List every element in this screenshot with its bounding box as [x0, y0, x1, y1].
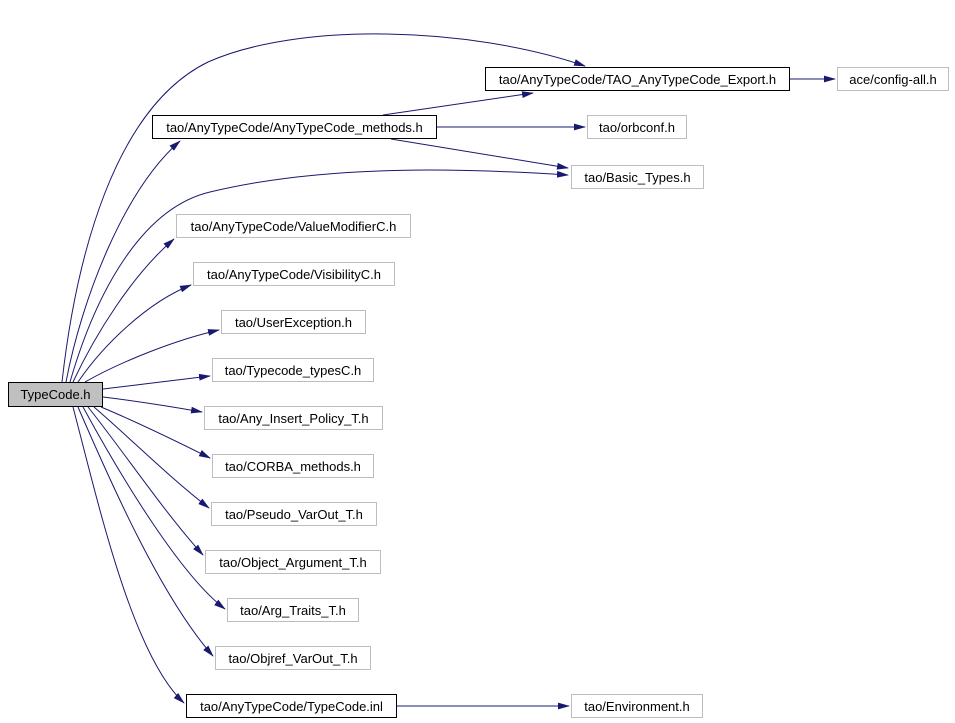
- node-objref-varout-t-h[interactable]: tao/Objref_VarOut_T.h: [215, 646, 371, 670]
- edge-typecode-to-objref-varout: [77, 406, 214, 657]
- node-any-insert-policy-t-h[interactable]: tao/Any_Insert_Policy_T.h: [204, 406, 383, 430]
- node-corba-methods-h[interactable]: tao/CORBA_methods.h: [212, 454, 374, 478]
- edge-anytypecode-methods-to-basic-types: [390, 138, 569, 170]
- node-anytypecode-methods-h[interactable]: tao/AnyTypeCode/AnyTypeCode_methods.h: [152, 115, 437, 139]
- edge-typecode-to-valuemodifierc: [72, 238, 175, 383]
- edge-typecode-to-typecode-inl: [72, 406, 185, 704]
- node-object-argument-t-h[interactable]: tao/Object_Argument_T.h: [205, 550, 381, 574]
- node-typecode-typesc-h[interactable]: tao/Typecode_typesC.h: [212, 358, 374, 382]
- edge-anytypecode-methods-to-export: [382, 91, 534, 116]
- edge-typecode-to-typecode-typesc: [102, 373, 211, 390]
- edge-typecode-to-arg-traits: [82, 406, 226, 610]
- node-typecode-h[interactable]: TypeCode.h: [8, 382, 103, 407]
- node-ace-config-all-h[interactable]: ace/config-all.h: [837, 67, 949, 91]
- edge-typecode-to-anytypecode-methods: [65, 140, 181, 383]
- node-anytypecode-typecode-inl[interactable]: tao/AnyTypeCode/TypeCode.inl: [186, 694, 397, 718]
- node-tao-orbconf-h[interactable]: tao/orbconf.h: [587, 115, 687, 139]
- node-tao-environment-h[interactable]: tao/Environment.h: [571, 694, 703, 718]
- edge-typecode-to-export: [61, 33, 586, 383]
- node-visibilityc-h[interactable]: tao/AnyTypeCode/VisibilityC.h: [193, 262, 395, 286]
- node-valuemodifierc-h[interactable]: tao/AnyTypeCode/ValueModifierC.h: [176, 214, 411, 238]
- node-userexception-h[interactable]: tao/UserException.h: [221, 310, 366, 334]
- edge-typecode-to-corba-methods: [100, 406, 211, 459]
- edge-typecode-to-basic-types: [69, 169, 569, 383]
- edge-typecode-to-pseudo-varout: [93, 406, 210, 509]
- node-tao-anytypecode-export-h[interactable]: tao/AnyTypeCode/TAO_AnyTypeCode_Export.h: [485, 67, 790, 91]
- edge-typecode-to-visibilityc: [77, 284, 192, 383]
- edge-typecode-to-object-argument: [87, 406, 204, 556]
- node-arg-traits-t-h[interactable]: tao/Arg_Traits_T.h: [227, 598, 359, 622]
- node-tao-basic-types-h[interactable]: tao/Basic_Types.h: [571, 165, 704, 189]
- node-pseudo-varout-t-h[interactable]: tao/Pseudo_VarOut_T.h: [211, 502, 377, 526]
- edge-typecode-to-any-insert-policy: [102, 396, 203, 414]
- edge-typecode-to-userexception: [84, 329, 220, 383]
